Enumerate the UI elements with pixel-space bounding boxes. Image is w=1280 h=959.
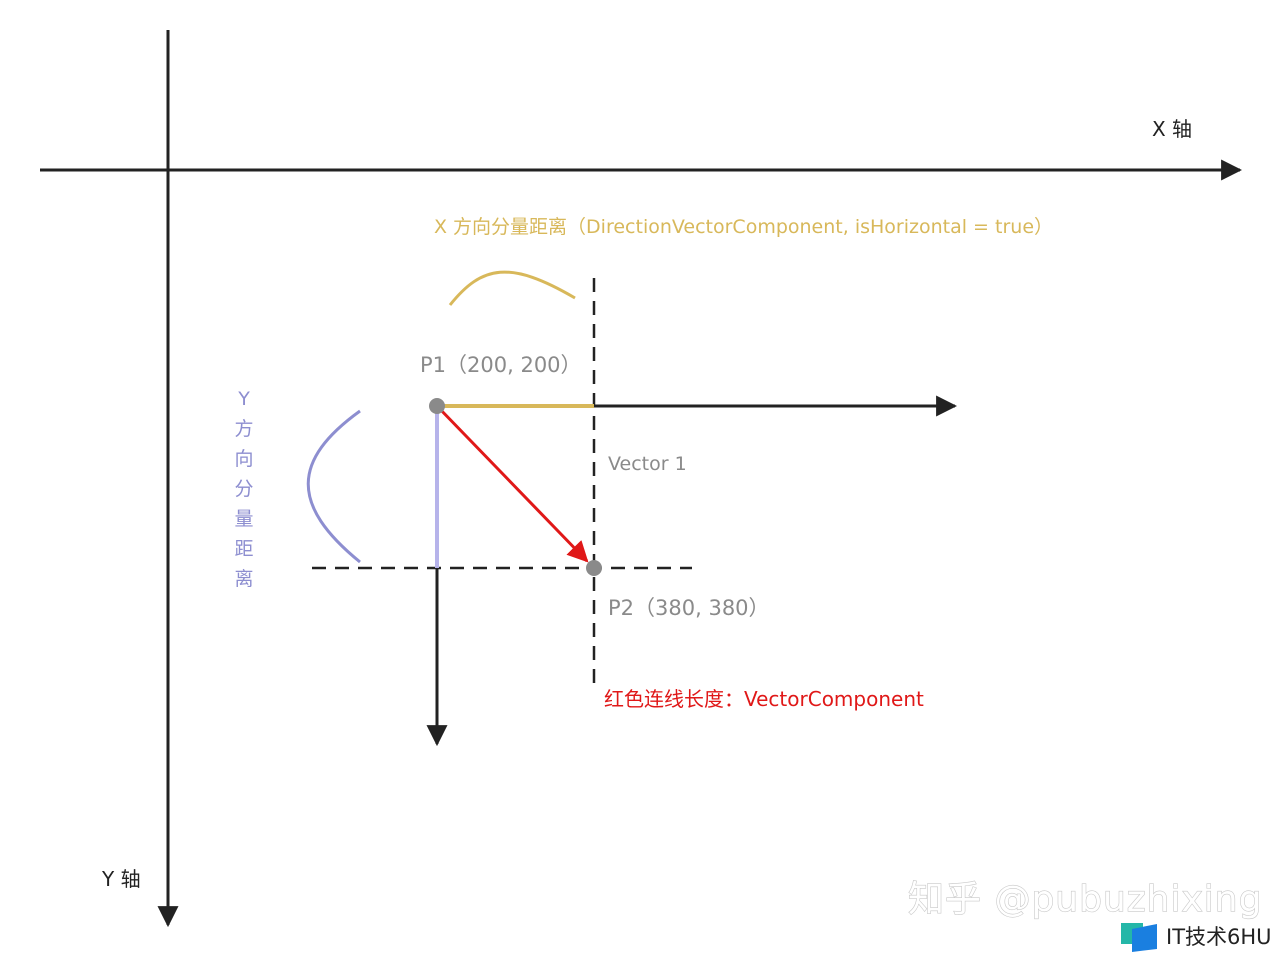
point-p2-label: P2（380, 380） (608, 596, 770, 620)
y-component-label-char: 离 (234, 568, 253, 590)
y-component-label-char: 向 (234, 448, 253, 470)
point-p1-label: P1（200, 200） (420, 353, 582, 377)
zhihu-watermark: 知乎 @pubuzhixing (908, 879, 1262, 920)
red-line-length-label: 红色连线长度：VectorComponent (604, 687, 924, 711)
x-component-brace (448, 270, 576, 306)
y-component-label-char: 方 (234, 418, 253, 440)
x-axis-label: X 轴 (1152, 117, 1192, 141)
point-p1 (429, 398, 445, 414)
y-axis-label: Y 轴 (101, 867, 141, 891)
vector-arrow (435, 404, 589, 563)
badge-logo-icon-right (1132, 924, 1157, 952)
site-badge: IT技术6HU (1121, 923, 1272, 952)
y-component-brace (306, 409, 361, 564)
y-component-label-char: 距 (234, 538, 253, 560)
y-component-label-char: 量 (234, 508, 253, 530)
point-p2 (586, 560, 602, 576)
badge-text: IT技术6HU (1166, 925, 1272, 949)
vector-label: Vector 1 (608, 453, 687, 475)
y-component-label: Y 方 向 分 量 距 离 (234, 388, 253, 590)
x-component-label: X 方向分量距离（DirectionVectorComponent, isHor… (434, 216, 1053, 238)
y-component-label-char: Y (237, 388, 250, 410)
y-component-label-char: 分 (234, 478, 253, 500)
